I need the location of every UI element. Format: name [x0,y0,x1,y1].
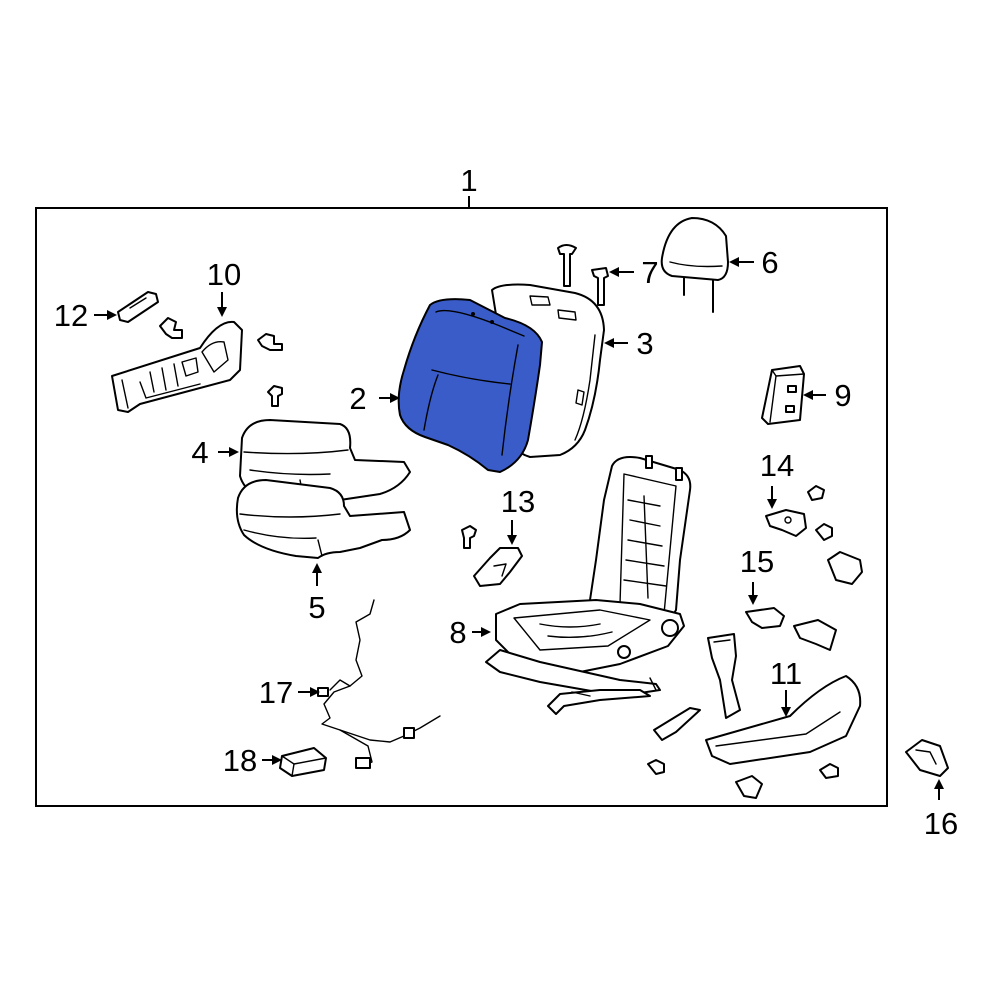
part-17-wire-harness[interactable] [317,599,441,769]
callout-10: 10 [207,257,241,292]
callout-3: 3 [636,326,653,361]
callout-leaders [94,257,944,800]
callout-15: 15 [740,544,774,579]
bracket-icon [827,551,863,585]
callout-12: 12 [54,298,88,333]
callout-5: 5 [308,590,325,625]
callout-8: 8 [449,615,466,650]
part-6-headrest[interactable] [660,217,729,313]
callout-18: 18 [223,743,257,778]
part-13-bracket[interactable] [473,547,523,587]
callout-13: 13 [501,484,535,519]
callout-2: 2 [349,381,366,416]
part-12-clip[interactable] [117,291,159,323]
callout-11: 11 [770,656,802,691]
bracket-icon [653,707,701,741]
part-2-seatback-cushion[interactable] [397,298,543,473]
callout-9: 9 [834,378,851,413]
callout-4: 4 [191,435,208,470]
part-14-bracket[interactable] [765,509,807,537]
bolt-icons-left [159,317,283,407]
callout-1: 1 [460,163,477,198]
part-16-bracket[interactable] [905,739,949,777]
part-9-lumbar-module[interactable] [761,365,805,425]
assembly-border [35,207,888,807]
seatback-cushion-fill [397,298,543,473]
callout-6: 6 [761,245,778,280]
part-15-clip[interactable] [745,607,837,651]
bolt-icons-right [647,485,839,779]
part-5-seat-cushion-pad[interactable] [235,479,411,559]
screw-icon [461,525,477,549]
callout-14: 14 [760,448,794,483]
part-11-side-cover[interactable] [705,675,862,765]
part-8-seat-frame[interactable] [485,455,692,715]
callout-7: 7 [641,255,658,290]
part-7-headrest-guide[interactable] [557,244,609,306]
clip-icon [735,775,763,799]
callout-16: 16 [924,806,958,841]
callout-17: 17 [259,675,293,710]
part-10-side-shield[interactable] [111,320,243,413]
seat-belt-buckle[interactable] [707,633,741,719]
part-18-module[interactable] [279,747,327,777]
